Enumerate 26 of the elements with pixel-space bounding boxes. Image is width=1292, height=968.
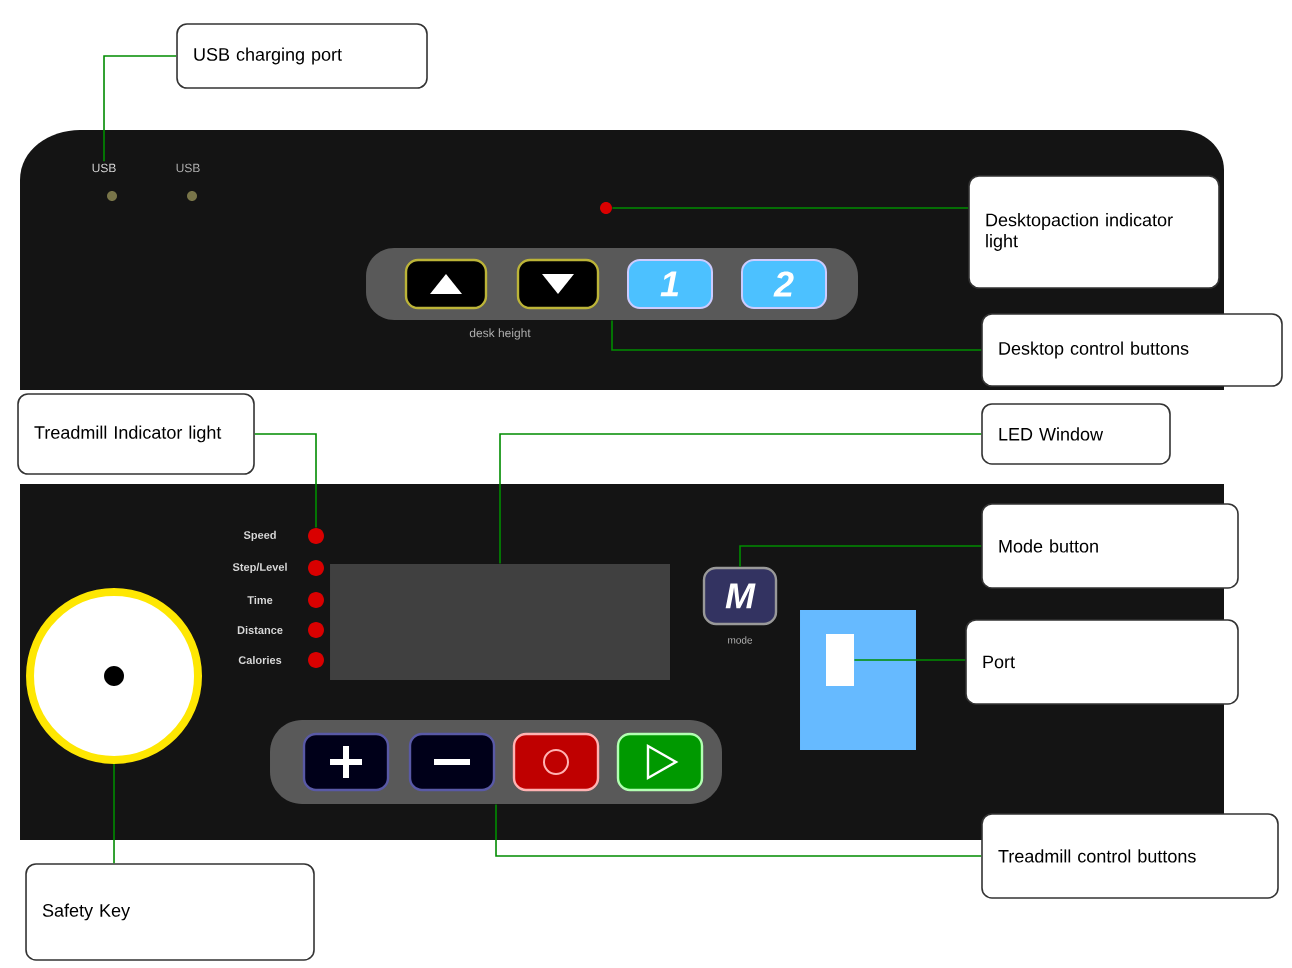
leader-line	[103, 55, 177, 163]
leader-line	[113, 763, 115, 864]
leader-line	[611, 207, 969, 209]
callout-box: Port	[965, 619, 1239, 705]
mode-button: M	[702, 566, 778, 626]
indicator-light	[308, 528, 324, 544]
callout-box: Treadmill control buttons	[981, 813, 1279, 899]
port-slot	[826, 634, 854, 686]
callout-box: Treadmill Indicator light	[17, 393, 255, 475]
preset-button: 2	[741, 259, 827, 309]
leader-line	[611, 319, 982, 351]
safety-key	[26, 588, 202, 764]
callout-box: USB charging port	[176, 23, 428, 89]
callout-box: Desktopaction indicator light	[968, 175, 1220, 289]
leader-line	[853, 659, 966, 661]
leader-line	[254, 433, 317, 529]
preset-button: 1	[627, 259, 713, 309]
callout-box: Safety Key	[25, 863, 315, 961]
callout-box: Desktop control buttons	[981, 313, 1283, 387]
indicator-light	[600, 202, 612, 214]
leader-line	[739, 545, 982, 568]
callout-box: Mode button	[981, 503, 1239, 589]
callout-box: LED Window	[981, 403, 1171, 465]
led-window	[330, 564, 670, 680]
leader-line	[499, 433, 982, 565]
leader-line	[495, 803, 982, 857]
